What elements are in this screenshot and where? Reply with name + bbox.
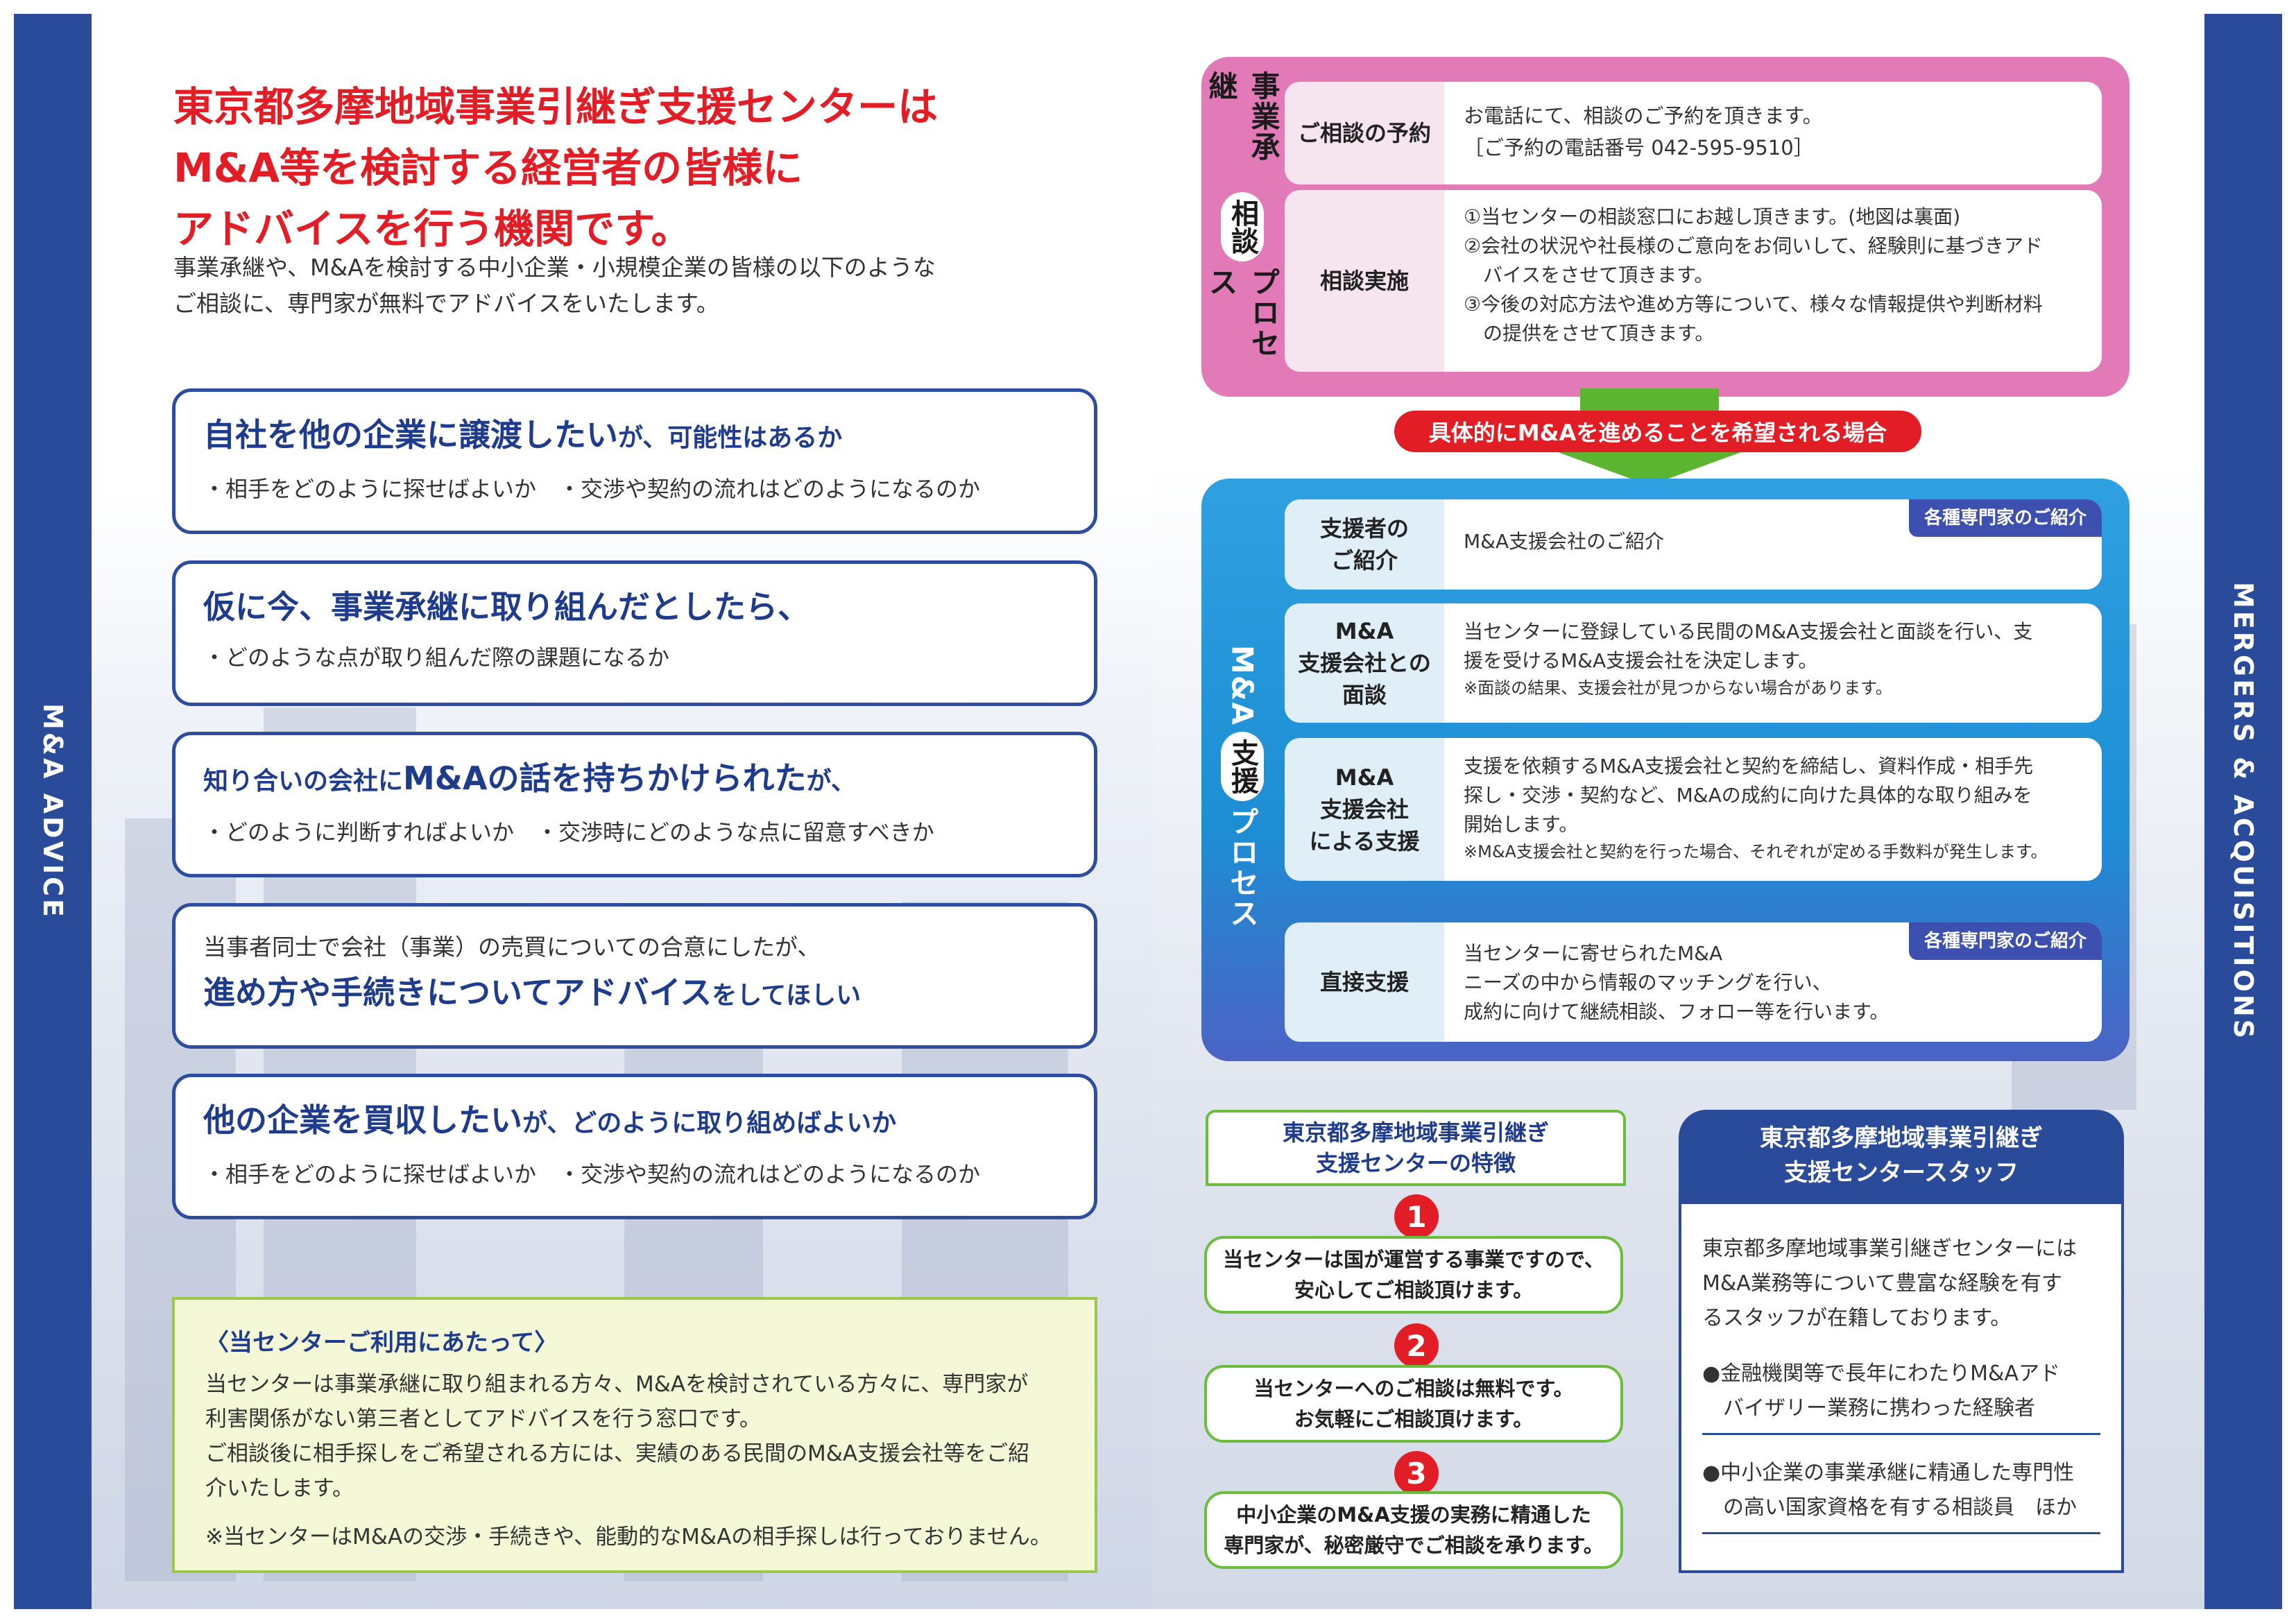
right-side-band: MERGERS & ACQUISITIONS (2204, 14, 2282, 1609)
step-label: 相談実施 (1285, 190, 1444, 372)
label-circle: 支援 (1221, 731, 1264, 801)
step-text: お電話にて、相談のご予約を頂きます。 ［ご予約の電話番号 042-595-951… (1444, 82, 2102, 184)
specialist-tag: 各種専門家のご紹介 (1908, 499, 2102, 537)
step-label: M&A 支援会社 による支援 (1285, 738, 1444, 881)
question-title: 他の企業を買収したいが、どのように取り組めばよいか (203, 1101, 897, 1139)
intro-line-2: ご相談に、専門家が無料でアドバイスをいたします。 (173, 290, 719, 317)
process-step-support: M&A 支援会社 による支援 支援を依頼するM&A支援会社と契約を締結し、資料作… (1285, 738, 2102, 881)
question-subtext: ・相手をどのように探せばよいか ・交渉や契約の流れはどのようになるのか (203, 1161, 981, 1187)
feature-number-1: 1 (1394, 1194, 1439, 1239)
staff-intro-line: 東京都多摩地域事業引継ぎセンターには (1702, 1237, 2077, 1261)
staff-qualification-1: ●金融機関等で長年にわたりM&Aアド バイザリー業務に携わった経験者 (1702, 1357, 2100, 1435)
step-note: ※M&A支援会社と契約を行った場合、それぞれが定める手数料が発生します。 (1464, 842, 2048, 861)
headline-line-2: M&A等を検討する経営者の皆様に (173, 144, 803, 191)
notice-line: 利害関係がない第三者としてアドバイスを行う窓口です。 (205, 1407, 762, 1432)
question-box-2: 仮に今、事業承継に取り組んだとしたら、 ・どのような点が取り組んだ際の課題になる… (172, 560, 1097, 706)
notice-line: ご相談後に相手探しをご希望される方には、実績のある民間のM&A支援会社等をご紹 (205, 1441, 1030, 1466)
feature-number-3: 3 (1394, 1451, 1439, 1495)
staff-intro-line: るスタッフが在籍しております。 (1702, 1306, 2012, 1330)
staff-qualification-2: ●中小企業の事業承継に精通した専門性 の高い国家資格を有する相談員 ほか (1702, 1456, 2100, 1534)
step-label: 支援者の ご紹介 (1285, 499, 1444, 590)
step-label: 直接支援 (1285, 922, 1444, 1042)
step-text: 各種専門家のご紹介 当センターに寄せられたM&A ニーズの中から情報のマッチング… (1444, 922, 2102, 1042)
step-text: 当センターに登録している民間のM&A支援会社と面談を行い、支 援を受けるM&A支… (1444, 603, 2102, 723)
main-headline: 東京都多摩地域事業引継ぎ支援センターは M&A等を検討する経営者の皆様に アドバ… (173, 76, 1075, 259)
question-title: 自社を他の企業に譲渡したいが、可能性はあるか (203, 416, 843, 454)
step-note: ※面談の結果、支援会社が見つからない場合があります。 (1464, 678, 1892, 698)
label-circle: 相談 (1221, 192, 1264, 261)
right-band-label: MERGERS & ACQUISITIONS (2228, 581, 2259, 1042)
specialist-tag: 各種専門家のご紹介 (1908, 922, 2102, 960)
features-heading: 東京都多摩地域事業引継ぎ 支援センターの特徴 (1206, 1110, 1626, 1186)
process-step-introduction: 支援者の ご紹介 各種専門家のご紹介 M&A支援会社のご紹介 (1285, 499, 2102, 590)
notice-line: 当センターは事業承継に取り組まれる方々、M&Aを検討されている方々に、専門家が (205, 1372, 1029, 1397)
feature-item-1: 当センターは国が運営する事業ですので、 安心してご相談頂けます。 (1204, 1236, 1623, 1314)
question-box-1: 自社を他の企業に譲渡したいが、可能性はあるか ・相手をどのように探せばよいか ・… (172, 388, 1097, 534)
question-box-3: 知り合いの会社にM&Aの話を持ちかけられたが、 ・どのように判断すればよいか ・… (172, 732, 1097, 877)
process-step-reservation: ご相談の予約 お電話にて、相談のご予約を頂きます。 ［ご予約の電話番号 042-… (1285, 82, 2102, 184)
feature-number-2: 2 (1394, 1323, 1439, 1368)
process-step-consultation: 相談実施 ①当センターの相談窓口にお越し頂きます。(地図は裏面) ②会社の状況や… (1285, 190, 2102, 372)
process-step-direct-support: 直接支援 各種専門家のご紹介 当センターに寄せられたM&A ニーズの中から情報の… (1285, 922, 2102, 1042)
staff-intro-line: M&A業務等について豊富な経験を有す (1702, 1271, 2062, 1296)
left-band-label: M&A ADVICE (37, 703, 68, 920)
question-subtext: ・どのように判断すればよいか ・交渉時にどのような点に留意すべきか (203, 819, 934, 845)
step-label: ご相談の予約 (1285, 82, 1444, 184)
notice-title: 〈当センターご利用にあたって〉 (205, 1329, 558, 1357)
notice-line: 介いたします。 (205, 1476, 354, 1501)
question-subtext: ・相手をどのように探せばよいか ・交渉や契約の流れはどのようになるのか (203, 476, 981, 502)
process-step-interview: M&A 支援会社との 面談 当センターに登録している民間のM&A支援会社と面談を… (1285, 603, 2102, 723)
step-text: 支援を依頼するM&A支援会社と契約を締結し、資料作成・相手先 探し・交渉・契約な… (1444, 738, 2102, 881)
condition-banner: 具体的にM&Aを進めることを希望される場合 (1394, 411, 1921, 452)
feature-item-3: 中小企業のM&A支援の実務に精通した 専門家が、秘密厳守でご相談を承ります。 (1204, 1491, 1623, 1569)
question-title: 仮に今、事業承継に取り組んだとしたら、 (203, 588, 809, 626)
consultation-process-label: 事業承継 相談 プロセス (1204, 71, 1280, 359)
notice-footnote: ※当センターはM&Aの交渉・手続きや、能動的なM&Aの相手探しは行っておりません… (205, 1525, 1052, 1549)
step-label: M&A 支援会社との 面談 (1285, 603, 1444, 723)
headline-line-3: アドバイスを行う機関です。 (173, 205, 692, 252)
staff-box: 東京都多摩地域事業引継ぎセンターには M&A業務等について豊富な経験を有す るス… (1679, 1201, 2124, 1573)
staff-heading: 東京都多摩地域事業引継ぎ 支援センタースタッフ (1679, 1110, 2124, 1201)
question-title: 知り合いの会社にM&Aの話を持ちかけられたが、 (203, 759, 856, 797)
question-lead: 当事者同士で会社（事業）の売買についての合意にしたが、 (203, 934, 821, 961)
headline-line-1: 東京都多摩地域事業引継ぎ支援センターは (173, 83, 939, 130)
ma-process-label: M&A 支援 プロセス (1215, 645, 1269, 964)
usage-notice: 〈当センターご利用にあたって〉 当センターは事業承継に取り組まれる方々、M&Aを… (172, 1297, 1097, 1573)
question-box-5: 他の企業を買収したいが、どのように取り組めばよいか ・相手をどのように探せばよい… (172, 1074, 1097, 1219)
intro-line-1: 事業承継や、M&Aを検討する中小企業・小規模企業の皆様の以下のような (173, 254, 936, 281)
feature-item-2: 当センターへのご相談は無料です。 お気軽にご相談頂けます。 (1204, 1365, 1623, 1443)
step-text: 各種専門家のご紹介 M&A支援会社のご紹介 (1444, 499, 2102, 590)
step-text: ①当センターの相談窓口にお越し頂きます。(地図は裏面) ②会社の状況や社長様のご… (1444, 190, 2102, 372)
left-side-band: M&A ADVICE (14, 14, 92, 1609)
intro-text: 事業承継や、M&Aを検討する中小企業・小規模企業の皆様の以下のような ご相談に、… (173, 250, 1075, 322)
question-subtext: ・どのような点が取り組んだ際の課題になるか (203, 644, 670, 671)
question-title: 進め方や手続きについてアドバイスをしてほしい (203, 974, 862, 1011)
question-box-4: 当事者同士で会社（事業）の売買についての合意にしたが、 進め方や手続きについてア… (172, 903, 1097, 1049)
